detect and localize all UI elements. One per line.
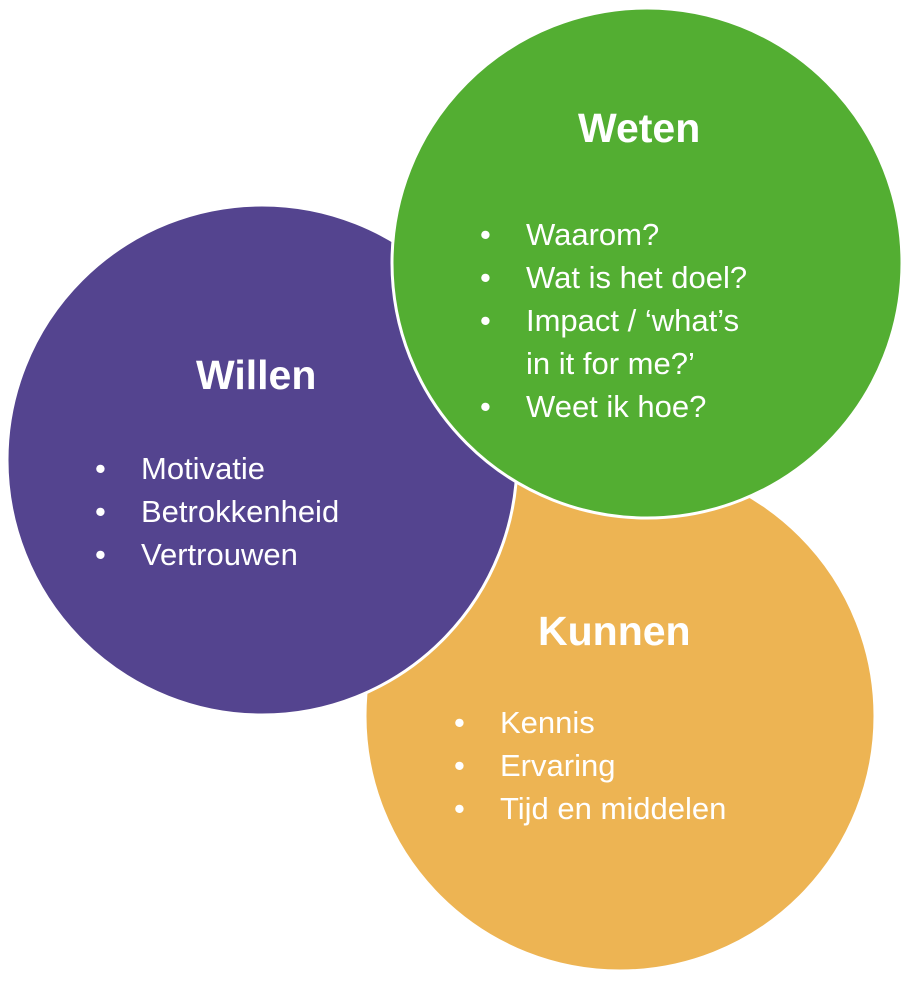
list-item: Weet ik hoe?: [480, 385, 747, 428]
list-item: Ervaring: [454, 744, 726, 787]
weten-title: Weten: [578, 105, 701, 151]
list-item: Vertrouwen: [95, 533, 339, 576]
weten-list: Waarom? Wat is het doel? Impact / ‘what’…: [480, 213, 747, 428]
list-item: Waarom?: [480, 213, 747, 256]
willen-title: Willen: [196, 352, 317, 398]
list-item: Betrokkenheid: [95, 490, 339, 533]
list-item: Impact / ‘what’s in it for me?’: [480, 299, 747, 385]
kunnen-list: Kennis Ervaring Tijd en middelen: [454, 701, 726, 830]
list-item: Kennis: [454, 701, 726, 744]
list-item: Wat is het doel?: [480, 256, 747, 299]
kunnen-title: Kunnen: [538, 608, 691, 654]
willen-list: Motivatie Betrokkenheid Vertrouwen: [95, 447, 339, 576]
list-item: Motivatie: [95, 447, 339, 490]
list-item: Tijd en middelen: [454, 787, 726, 830]
